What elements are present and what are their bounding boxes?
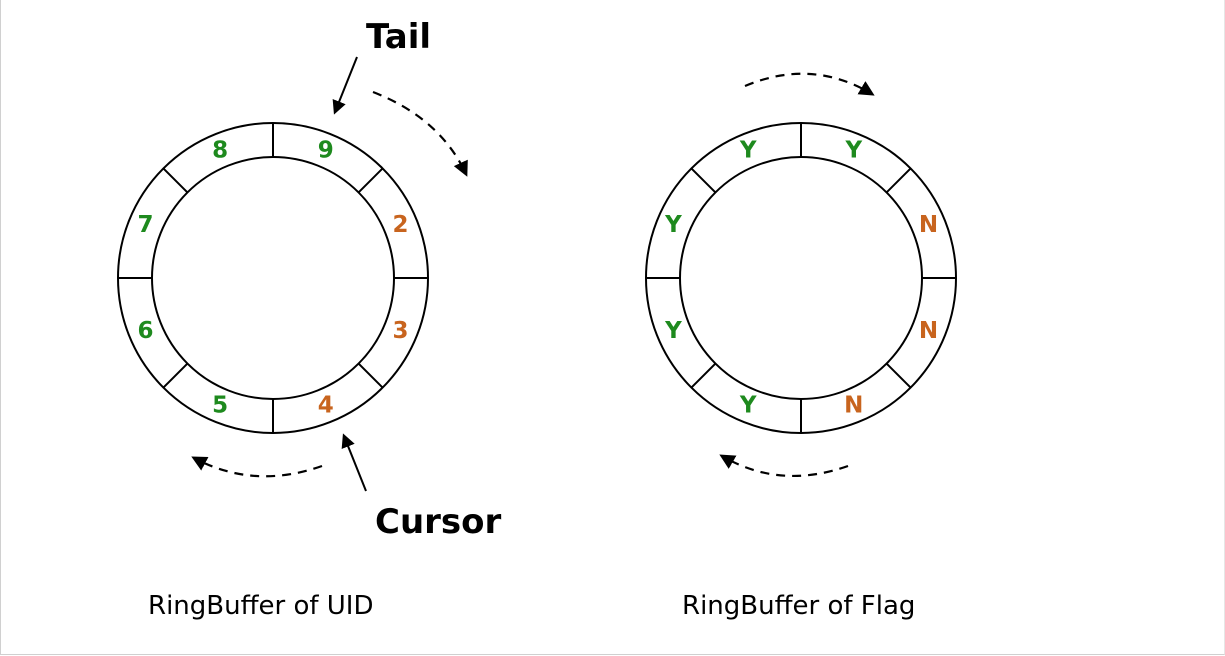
flag-slot-label: Y: [664, 212, 682, 238]
uid-slot-label: 7: [137, 212, 153, 238]
cursor-label: Cursor: [375, 502, 502, 542]
flag-ringbuffer: Y N N N Y Y Y Y: [645, 122, 957, 434]
flag-slot-divider: [885, 362, 912, 389]
flag-slot-divider: [885, 167, 912, 194]
flag-slot-label: N: [919, 212, 938, 238]
uid-tail-advance-arrow: [372, 90, 468, 177]
cursor-pointer-arrow: [341, 433, 367, 492]
flag-slot-label: N: [844, 392, 863, 418]
uid-slot-label: 6: [137, 318, 153, 344]
flag-tail-advance-arrow: [744, 72, 875, 96]
uid-slot-divider: [357, 362, 384, 389]
flag-slot-divider: [690, 167, 717, 194]
flag-slot-label: Y: [844, 138, 862, 164]
uid-slot-label: 8: [212, 138, 228, 164]
flag-slot-label: Y: [739, 392, 757, 418]
flag-cursor-advance-arrow: [719, 454, 849, 478]
uid-slot-label: 4: [318, 392, 334, 418]
uid-slot-label: 9: [318, 138, 334, 164]
tail-label: Tail: [366, 17, 431, 57]
uid-cursor-advance-arrow: [191, 456, 323, 478]
uid-slot-label: 3: [392, 318, 408, 344]
uid-slot-label: 2: [392, 212, 408, 238]
flag-ringbuffer-caption: RingBuffer of Flag: [682, 591, 915, 621]
uid-slot-divider: [162, 167, 189, 194]
uid-ring-inner: [151, 156, 395, 400]
flag-slot-divider: [690, 362, 717, 389]
flag-slot-label: N: [919, 318, 938, 344]
uid-slot-divider: [162, 362, 189, 389]
uid-slot-divider: [357, 167, 384, 194]
uid-ringbuffer-caption: RingBuffer of UID: [148, 591, 374, 621]
flag-slot-label: Y: [739, 138, 757, 164]
flag-slot-label: Y: [664, 318, 682, 344]
uid-ringbuffer: 9 2 3 4 5 6 7 8: [117, 122, 429, 434]
flag-ring-inner: [679, 156, 923, 400]
tail-pointer-arrow: [332, 56, 358, 115]
uid-slot-label: 5: [212, 392, 228, 418]
